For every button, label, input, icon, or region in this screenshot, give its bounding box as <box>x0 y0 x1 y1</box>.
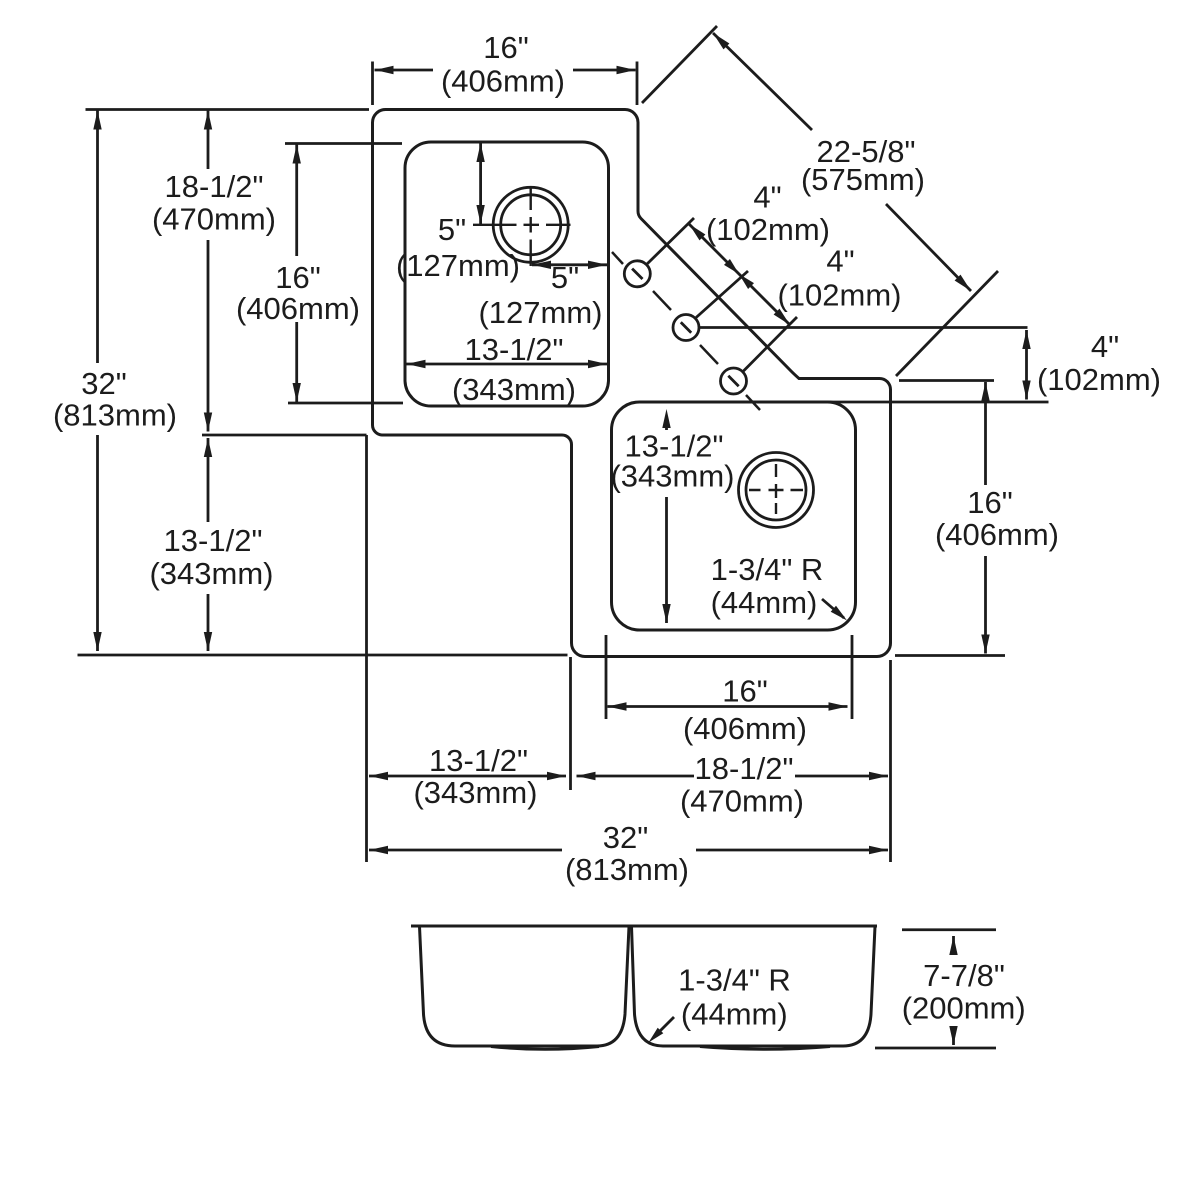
svg-text:13-1/2": 13-1/2" <box>625 429 724 464</box>
svg-text:16": 16" <box>275 260 321 295</box>
svg-text:5": 5" <box>551 260 579 295</box>
svg-text:32": 32" <box>603 820 649 855</box>
svg-text:(813mm): (813mm) <box>53 398 177 433</box>
svg-text:(406mm): (406mm) <box>236 291 360 326</box>
svg-text:(343mm): (343mm) <box>610 459 734 494</box>
svg-text:5": 5" <box>438 212 466 247</box>
svg-text:1-3/4" R: 1-3/4" R <box>678 963 791 998</box>
svg-text:(343mm): (343mm) <box>413 775 537 810</box>
svg-text:16": 16" <box>483 30 529 65</box>
svg-text:(470mm): (470mm) <box>152 202 276 237</box>
svg-text:(406mm): (406mm) <box>441 63 565 98</box>
svg-text:(343mm): (343mm) <box>149 556 273 591</box>
svg-text:7-7/8": 7-7/8" <box>923 958 1005 993</box>
svg-text:(102mm): (102mm) <box>777 278 901 313</box>
svg-text:(575mm): (575mm) <box>801 162 925 197</box>
svg-text:(813mm): (813mm) <box>565 852 689 887</box>
svg-text:(200mm): (200mm) <box>902 991 1026 1026</box>
svg-text:32": 32" <box>81 366 127 401</box>
svg-text:13-1/2": 13-1/2" <box>465 332 564 367</box>
svg-text:(470mm): (470mm) <box>680 784 804 819</box>
svg-text:16": 16" <box>722 674 768 709</box>
svg-text:(44mm): (44mm) <box>681 997 788 1032</box>
svg-text:(406mm): (406mm) <box>935 517 1059 552</box>
svg-text:22-5/8": 22-5/8" <box>817 134 916 169</box>
svg-text:4": 4" <box>826 244 854 279</box>
svg-text:16": 16" <box>967 485 1013 520</box>
svg-text:(102mm): (102mm) <box>1037 362 1161 397</box>
svg-text:(127mm): (127mm) <box>478 295 602 330</box>
svg-text:(44mm): (44mm) <box>711 585 818 620</box>
svg-text:13-1/2": 13-1/2" <box>429 743 528 778</box>
svg-text:(127mm): (127mm) <box>396 248 520 283</box>
svg-text:(102mm): (102mm) <box>706 212 830 247</box>
svg-text:13-1/2": 13-1/2" <box>164 523 263 558</box>
svg-text:(343mm): (343mm) <box>452 372 576 407</box>
svg-text:18-1/2": 18-1/2" <box>165 169 264 204</box>
svg-text:4": 4" <box>1091 329 1119 364</box>
svg-text:4": 4" <box>753 180 781 215</box>
svg-text:(406mm): (406mm) <box>683 711 807 746</box>
svg-text:1-3/4" R: 1-3/4" R <box>711 552 824 587</box>
svg-text:18-1/2": 18-1/2" <box>695 751 794 786</box>
